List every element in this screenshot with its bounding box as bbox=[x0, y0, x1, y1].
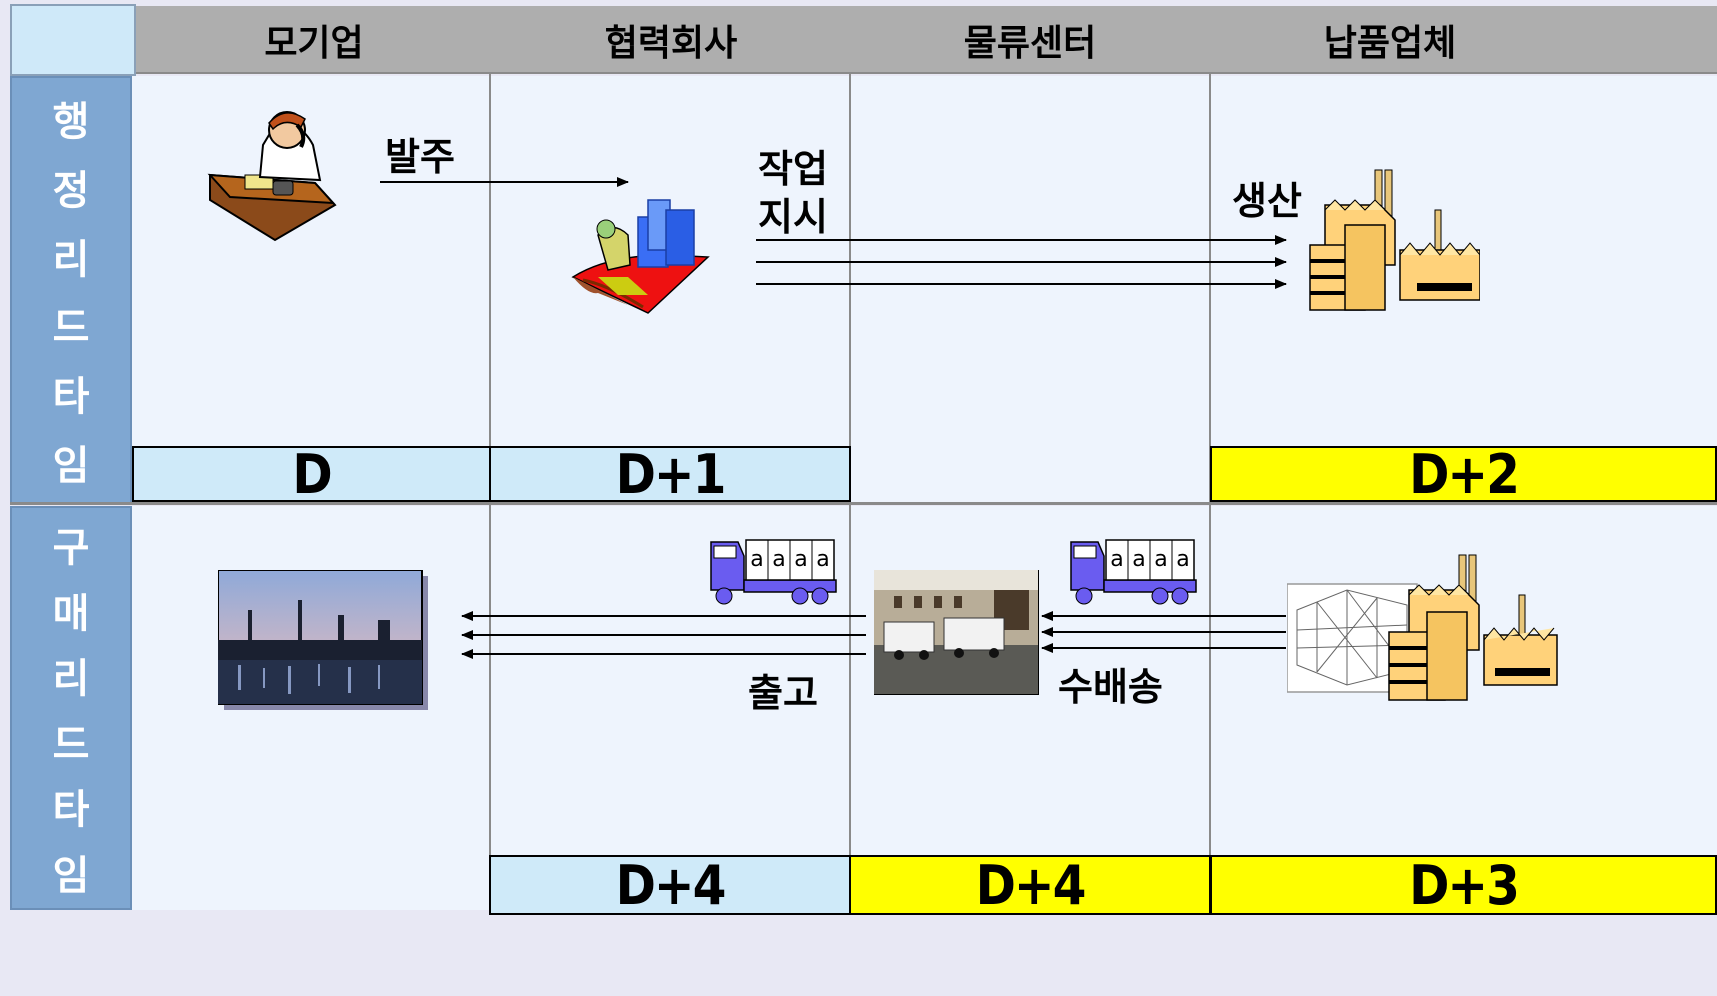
row-label-char: 임 bbox=[52, 443, 90, 490]
cargo-box: a bbox=[1132, 547, 1146, 572]
row-label-char: 정 bbox=[52, 167, 90, 214]
column-header-partner: 협력회사 bbox=[604, 23, 738, 64]
row-label-purchase-lead-time: 구 매 리 드 타 임 bbox=[10, 506, 132, 910]
row-label-char: 타 bbox=[52, 787, 90, 834]
day-box-d3: D+3 bbox=[1210, 854, 1717, 917]
day-box-d1: D+1 bbox=[489, 443, 851, 506]
day-box-d: D bbox=[132, 443, 491, 506]
row-divider bbox=[10, 502, 1717, 505]
corner-cell bbox=[10, 4, 136, 76]
warehouse-frame-icon bbox=[1287, 554, 1558, 701]
column-header-supplier: 납품업체 bbox=[1323, 23, 1457, 64]
row-label-char: 임 bbox=[52, 852, 90, 899]
worker-with-building-icon bbox=[571, 199, 710, 314]
row-label-char: 드 bbox=[52, 721, 90, 768]
person-on-phone-icon bbox=[207, 111, 337, 242]
day-box-d4-partner: D+4 bbox=[489, 854, 851, 917]
row-label-char: 구 bbox=[52, 525, 90, 572]
day-box-d2: D+2 bbox=[1210, 443, 1717, 506]
factory-icon bbox=[1309, 169, 1480, 311]
cargo-box: a bbox=[794, 547, 808, 572]
work-instruction-label-line1: 작업 bbox=[758, 147, 828, 191]
row-label-admin-lead-time: 행 정 리 드 타 임 bbox=[10, 76, 132, 504]
cargo-box: a bbox=[750, 547, 764, 572]
row-label-char: 리 bbox=[52, 236, 90, 283]
truck-cargo: a a a a bbox=[746, 540, 834, 580]
day-box-d4-logistics: D+4 bbox=[849, 854, 1211, 917]
row-label-char: 매 bbox=[52, 590, 90, 637]
cargo-box: a bbox=[816, 547, 830, 572]
row-label-char: 리 bbox=[52, 656, 90, 703]
cargo-box: a bbox=[1110, 547, 1124, 572]
column-header-bar bbox=[136, 6, 1717, 74]
column-header-parent-company: 모기업 bbox=[264, 23, 364, 64]
row-label-char: 타 bbox=[52, 374, 90, 421]
row-label-char: 드 bbox=[52, 305, 90, 352]
truck-icon bbox=[1070, 539, 1197, 605]
cargo-box: a bbox=[1154, 547, 1168, 572]
production-label: 생산 bbox=[1232, 179, 1302, 223]
truck-icon bbox=[710, 539, 837, 605]
row-label-char: 행 bbox=[52, 98, 90, 145]
column-header-logistics-center: 물류센터 bbox=[963, 23, 1097, 64]
order-label: 발주 bbox=[385, 135, 455, 179]
delivery-label: 수배송 bbox=[1058, 665, 1163, 709]
cargo-box: a bbox=[1176, 547, 1190, 572]
shipping-label: 출고 bbox=[748, 671, 818, 715]
cargo-box: a bbox=[772, 547, 786, 572]
warehouse-photo-icon bbox=[874, 570, 1039, 695]
work-instruction-label-line2: 지시 bbox=[758, 195, 828, 239]
refinery-photo-icon bbox=[218, 570, 428, 710]
truck-cargo: a a a a bbox=[1106, 540, 1194, 580]
